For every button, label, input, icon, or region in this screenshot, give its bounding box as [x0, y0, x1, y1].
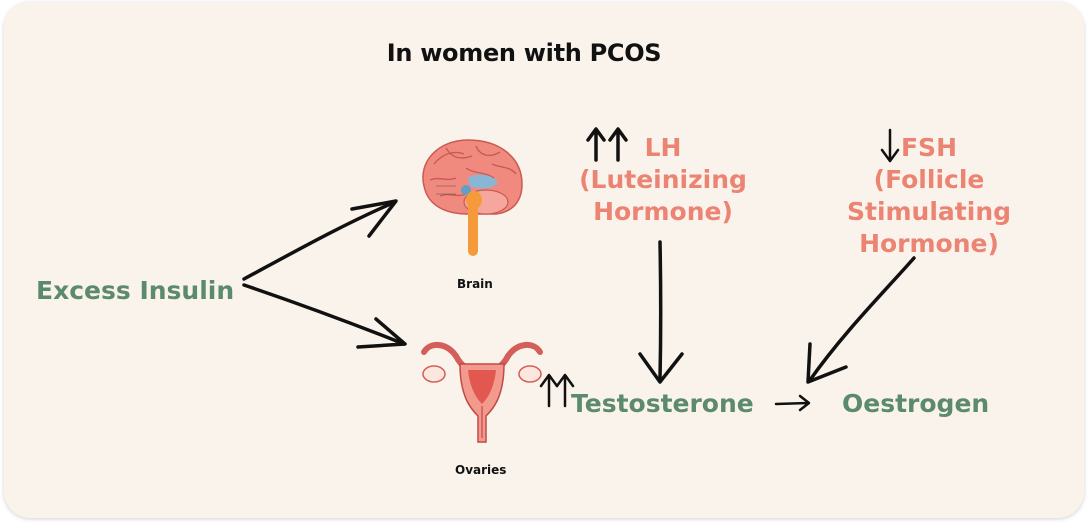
arrow-lh-to-testosterone	[658, 240, 663, 382]
brain-illustration	[422, 139, 523, 256]
arrows-layer	[242, 127, 916, 412]
uterus-ovaries-illustration	[421, 342, 543, 443]
lh-node: LH (Luteinizing Hormone)	[578, 132, 748, 228]
arrow-testosterone-to-oestrogen	[774, 394, 811, 412]
testosterone-up-arrow-1	[539, 373, 559, 408]
lh-up-arrow-1	[586, 127, 606, 162]
arrow-insulin-to-ovaries	[242, 283, 406, 346]
testosterone-node: Testosterone	[571, 389, 754, 418]
lh-up-arrow-2	[608, 127, 628, 162]
fsh-name-line-1: (Follicle	[873, 165, 985, 194]
lh-abbreviation: LH	[644, 133, 682, 162]
fsh-down-arrow	[880, 128, 900, 163]
arrowhead-insulin-to-ovaries	[356, 317, 407, 349]
arrowhead-insulin-to-brain	[350, 199, 398, 238]
fsh-abbreviation: FSH	[900, 133, 957, 162]
arrow-fsh-to-oestrogen	[808, 256, 916, 382]
brain-label: Brain	[457, 277, 493, 291]
arrowhead-fsh-to-oestrogen	[806, 342, 848, 384]
arrow-insulin-to-brain	[242, 200, 397, 281]
diagram-card: In women with PCOS Brain Ovaries Excess …	[4, 2, 1084, 518]
lh-name-line-1: (Luteinizing	[579, 165, 747, 194]
fsh-name-line-2: Stimulating	[846, 197, 1012, 226]
fsh-name-line-3: Hormone)	[859, 229, 999, 258]
diagram-title: In women with PCOS	[386, 39, 662, 67]
fsh-node: FSH (Follicle Stimulating Hormone)	[844, 132, 1014, 260]
arrowhead-lh-to-testosterone	[638, 352, 684, 384]
ovaries-label: Ovaries	[455, 463, 507, 477]
testosterone-up-arrow-2	[555, 373, 575, 408]
lh-name-line-2: Hormone)	[593, 197, 733, 226]
oestrogen-node: Oestrogen	[842, 389, 990, 418]
excess-insulin-node: Excess Insulin	[36, 276, 235, 305]
